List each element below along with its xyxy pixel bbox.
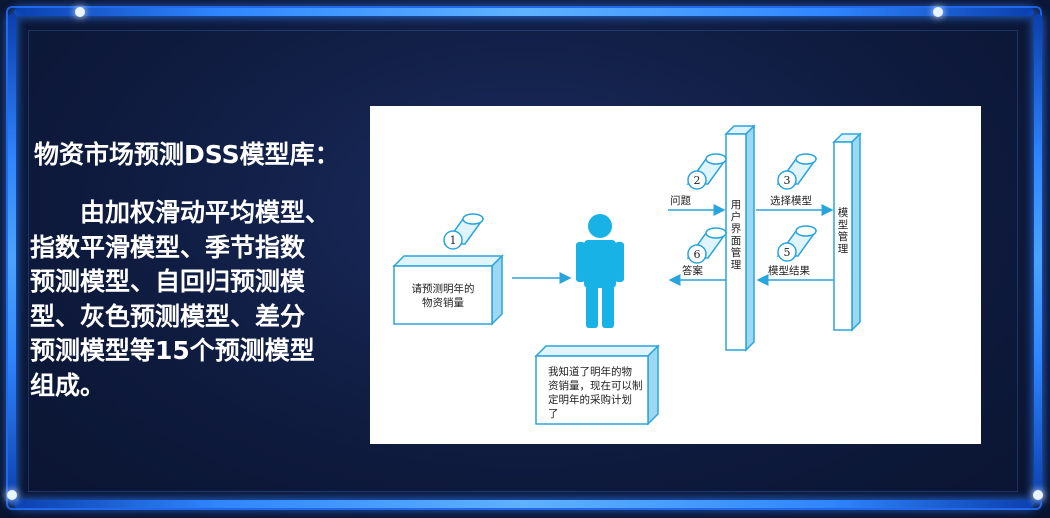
ui-management-column: 用 户 界 面 管 理	[724, 124, 756, 352]
dss-diagram: 1 请预测明年的 物资销量 我知道了明年的物 资销量，现在可以制	[392, 124, 862, 426]
label-question: 问题	[670, 194, 691, 207]
label-select-model: 选择模型	[770, 194, 812, 207]
ui-column-char: 户	[731, 210, 742, 223]
ui-column-char: 管	[731, 246, 742, 259]
label-model-result: 模型结果	[768, 264, 810, 277]
label-answer: 答案	[682, 264, 703, 277]
corner-light-bottom-left	[7, 490, 17, 500]
body-line: 预测模型、自回归预测模	[30, 267, 306, 296]
model-management-column: 模 型 管 理	[832, 132, 862, 332]
slide-body-text: 由加权滑动平均模型、 指数平滑模型、季节指数 预测模型、自回归预测模 型、灰色预…	[30, 196, 370, 403]
request-text-line: 物资销量	[422, 296, 464, 309]
reply-text-line: 我知道了明年的物	[548, 365, 632, 378]
corner-light-top-right	[933, 7, 943, 17]
reply-box: 我知道了明年的物 资销量，现在可以制 定明年的采购计划 了	[534, 344, 660, 426]
model-column-char: 理	[838, 243, 849, 255]
inner-frame	[28, 30, 1018, 492]
scroll-icon-step-5: 5	[776, 225, 818, 262]
slide-heading: 物资市场预测DSS模型库：	[34, 140, 340, 169]
corner-light-bottom-right	[1033, 490, 1043, 500]
body-line: 指数平滑模型、季节指数	[30, 232, 306, 262]
scroll-icon-step-1: 1	[443, 213, 485, 250]
frame-glow-bottom	[14, 500, 1034, 508]
ui-column-char: 理	[731, 259, 742, 271]
scroll-icon-step-6: 6	[686, 227, 728, 264]
ui-column-char: 界	[731, 223, 742, 235]
frame-glow-right	[1034, 14, 1042, 504]
step-number: 1	[450, 234, 457, 247]
reply-text-line: 资销量，现在可以制	[548, 379, 643, 392]
ui-column-char: 面	[731, 235, 742, 247]
frame-glow-top	[14, 8, 1034, 16]
model-column-char: 型	[838, 218, 849, 231]
frame-glow-left	[8, 14, 16, 504]
scroll-icon-step-2: 2	[686, 153, 728, 190]
body-line: 型、灰色预测模型、差分	[30, 301, 306, 331]
step-number: 5	[784, 246, 791, 259]
model-column-char: 管	[838, 230, 849, 243]
body-line: 由加权滑动平均模型、	[30, 198, 331, 227]
scroll-icon-step-3: 3	[776, 153, 818, 190]
step-number: 6	[694, 248, 701, 261]
step-number: 3	[784, 174, 791, 187]
body-line: 组成。	[30, 370, 106, 400]
ui-column-char: 用	[731, 199, 742, 211]
step-number: 2	[694, 174, 701, 187]
request-text-line: 请预测明年的	[412, 282, 475, 295]
reply-text-line: 了	[548, 408, 559, 420]
user-person-icon	[576, 214, 624, 328]
body-line: 预测模型等15个预测模型	[30, 336, 315, 365]
reply-text-line: 定明年的采购计划	[548, 393, 632, 406]
model-column-char: 模	[838, 207, 849, 219]
request-box: 请预测明年的 物资销量	[392, 254, 504, 326]
corner-light-top-left	[75, 7, 85, 17]
dss-diagram-panel: 1 请预测明年的 物资销量 我知道了明年的物 资销量，现在可以制	[370, 106, 981, 444]
